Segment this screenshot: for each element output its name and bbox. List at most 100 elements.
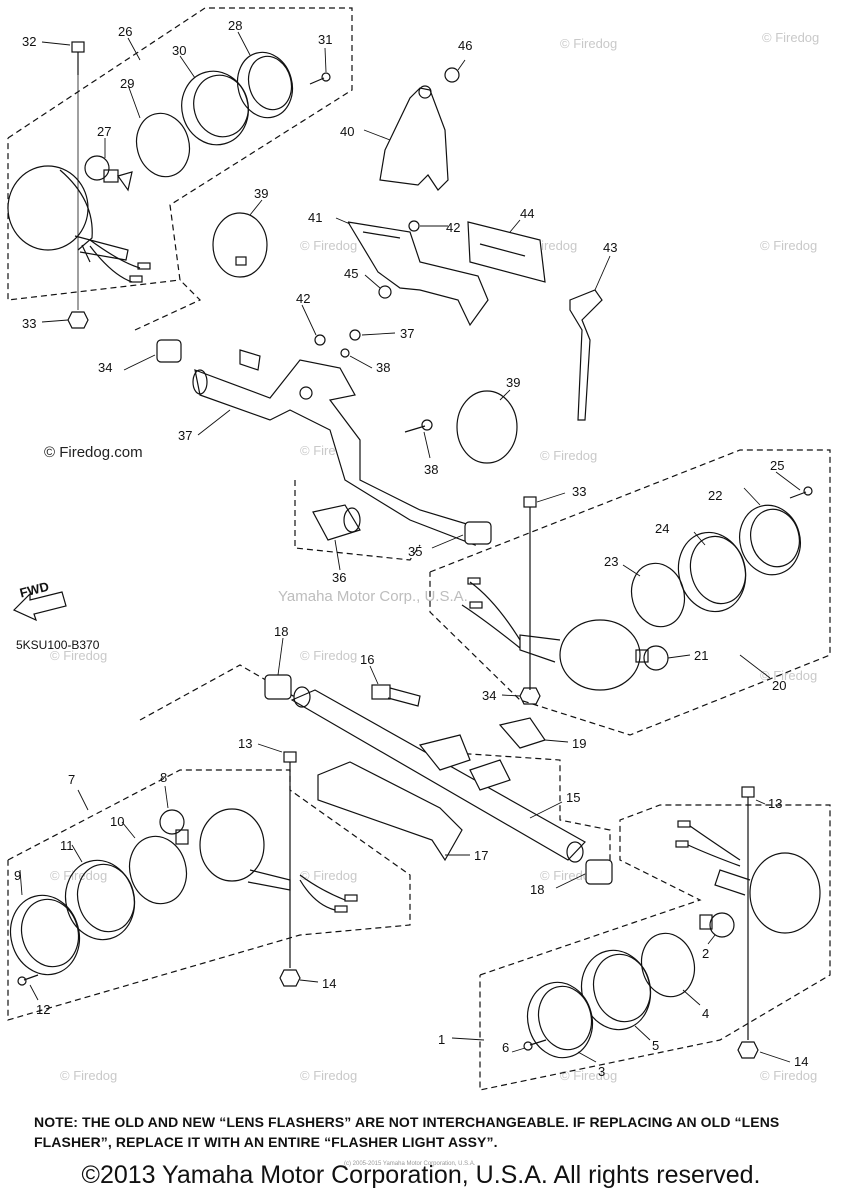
wires-top-left <box>89 239 151 283</box>
bolt-32-top <box>71 41 85 75</box>
callout-8: 8 <box>160 770 167 785</box>
flasher-housing-bottom-right <box>714 852 821 934</box>
callout-36: 37 <box>178 428 192 443</box>
gasket-23 <box>630 562 686 628</box>
bolt-13-right <box>741 786 755 1040</box>
lens-22 <box>739 504 801 576</box>
nut-45 <box>378 285 392 299</box>
watermark: © Firedog <box>50 648 107 663</box>
watermark: © Firedog <box>300 1068 357 1083</box>
collar-18-bottom <box>585 859 613 885</box>
watermark: © Firedog <box>300 868 357 883</box>
watermark: © Firedog <box>300 648 357 663</box>
callout-43: 43 <box>603 240 617 255</box>
callout-2: 2 <box>702 946 709 961</box>
callout-18: 18 <box>530 882 544 897</box>
cable-tie-43 <box>569 289 603 421</box>
ref-line-center-1 <box>134 279 202 331</box>
assembly-boundary-26 <box>7 7 353 301</box>
fwd-arrow <box>12 591 67 622</box>
stay-36 <box>192 349 476 546</box>
callout-4: 4 <box>702 1006 709 1021</box>
watermark: © Firedog <box>760 668 817 683</box>
nut-33-right <box>519 687 541 705</box>
callout-35: 36 <box>332 570 346 585</box>
callout-6: 6 <box>502 1040 509 1055</box>
bracket-19 <box>418 717 546 791</box>
screw-25 <box>789 486 813 499</box>
callout-1: 1 <box>438 1032 445 1047</box>
callout-23: 23 <box>604 554 618 569</box>
watermark: © Firedog <box>60 1068 117 1083</box>
callout-numbers: 32 26 28 30 31 29 27 33 34 37 40 46 39 4… <box>14 18 808 1079</box>
callout-28: 28 <box>228 18 242 33</box>
callout-15: 15 <box>566 790 580 805</box>
assembly-boundary-20 <box>429 449 831 736</box>
bolt-42-mid <box>314 334 326 346</box>
watermark: © Firedog <box>50 868 107 883</box>
bolt-16 <box>371 684 421 707</box>
callout-25: 25 <box>770 458 784 473</box>
callout-7: 7 <box>68 772 75 787</box>
callout-13: 13 <box>768 796 782 811</box>
wires-bottom-right <box>675 820 741 867</box>
shield-40 <box>379 85 449 191</box>
nut-14-left <box>279 969 301 987</box>
nut-14-right <box>737 1041 759 1059</box>
callout-31: 31 <box>318 32 332 47</box>
watermark: © Firedog <box>540 448 597 463</box>
callout-19: 19 <box>572 736 586 751</box>
flasher-housing-bottom-left <box>199 808 291 891</box>
callout-42: 42 <box>446 220 460 235</box>
callout-21: 21 <box>694 648 708 663</box>
cover-39-bottom <box>456 390 518 464</box>
callout-27: 27 <box>97 124 111 139</box>
washer-38 <box>340 348 350 358</box>
screw-31 <box>309 72 331 85</box>
callout-22: 22 <box>708 488 722 503</box>
assembly-boundary-7 <box>7 769 411 1021</box>
nut-33-top <box>67 311 89 329</box>
callout-34: 35 <box>408 544 422 559</box>
callout-11: 11 <box>60 838 74 853</box>
callout-34: 34 <box>98 360 112 375</box>
callout-10: 10 <box>110 814 124 829</box>
bracket-41 <box>347 221 489 327</box>
part-code: 5KSU100-B370 <box>16 638 100 652</box>
lens-3 <box>526 981 594 1059</box>
interchange-note: NOTE: THE OLD AND NEW “LENS FLASHERS” AR… <box>34 1114 780 1150</box>
bolt-32-right <box>523 496 537 690</box>
plate-44 <box>467 221 546 283</box>
callout-32: 32 <box>22 34 36 49</box>
firedog-watermarks: © Firedog © Firedog © Firedog © Firedog … <box>50 30 819 1083</box>
watermark: © Firedog <box>762 30 819 45</box>
bolt-42-top <box>408 220 420 232</box>
callout-18: 18 <box>274 624 288 639</box>
center-watermark: Yamaha Motor Corp., U.S.A. <box>278 588 468 605</box>
rim-24 <box>677 531 747 613</box>
ref-line-rear <box>139 664 611 860</box>
bolt-37-top <box>349 329 361 341</box>
fwd-label: FWD <box>18 579 50 601</box>
callout-46: 46 <box>458 38 472 53</box>
bulb-2 <box>699 912 735 938</box>
cover-39-top <box>212 212 268 278</box>
collar-18-top <box>264 674 292 700</box>
callout-16: 16 <box>360 652 374 667</box>
collar-35 <box>312 504 361 541</box>
callout-44: 44 <box>520 206 534 221</box>
firedog-copyright-label: © Firedog.com <box>44 444 143 461</box>
callout-26: 26 <box>118 24 132 39</box>
lens-28 <box>236 51 294 119</box>
copyright-footer: ©2013 Yamaha Motor Corporation, U.S.A. A… <box>81 1161 761 1189</box>
callout-39: 39 <box>506 375 520 390</box>
callout-20: 20 <box>772 678 786 693</box>
screw-12 <box>17 974 39 986</box>
bulb-27 <box>84 155 133 192</box>
watermark: © Firedog <box>300 238 357 253</box>
wires-bottom-left <box>299 874 358 913</box>
callout-37: 37 <box>400 326 414 341</box>
callout-39: 39 <box>254 186 268 201</box>
callout-33: 34 <box>482 688 496 703</box>
callout-29: 29 <box>120 76 134 91</box>
